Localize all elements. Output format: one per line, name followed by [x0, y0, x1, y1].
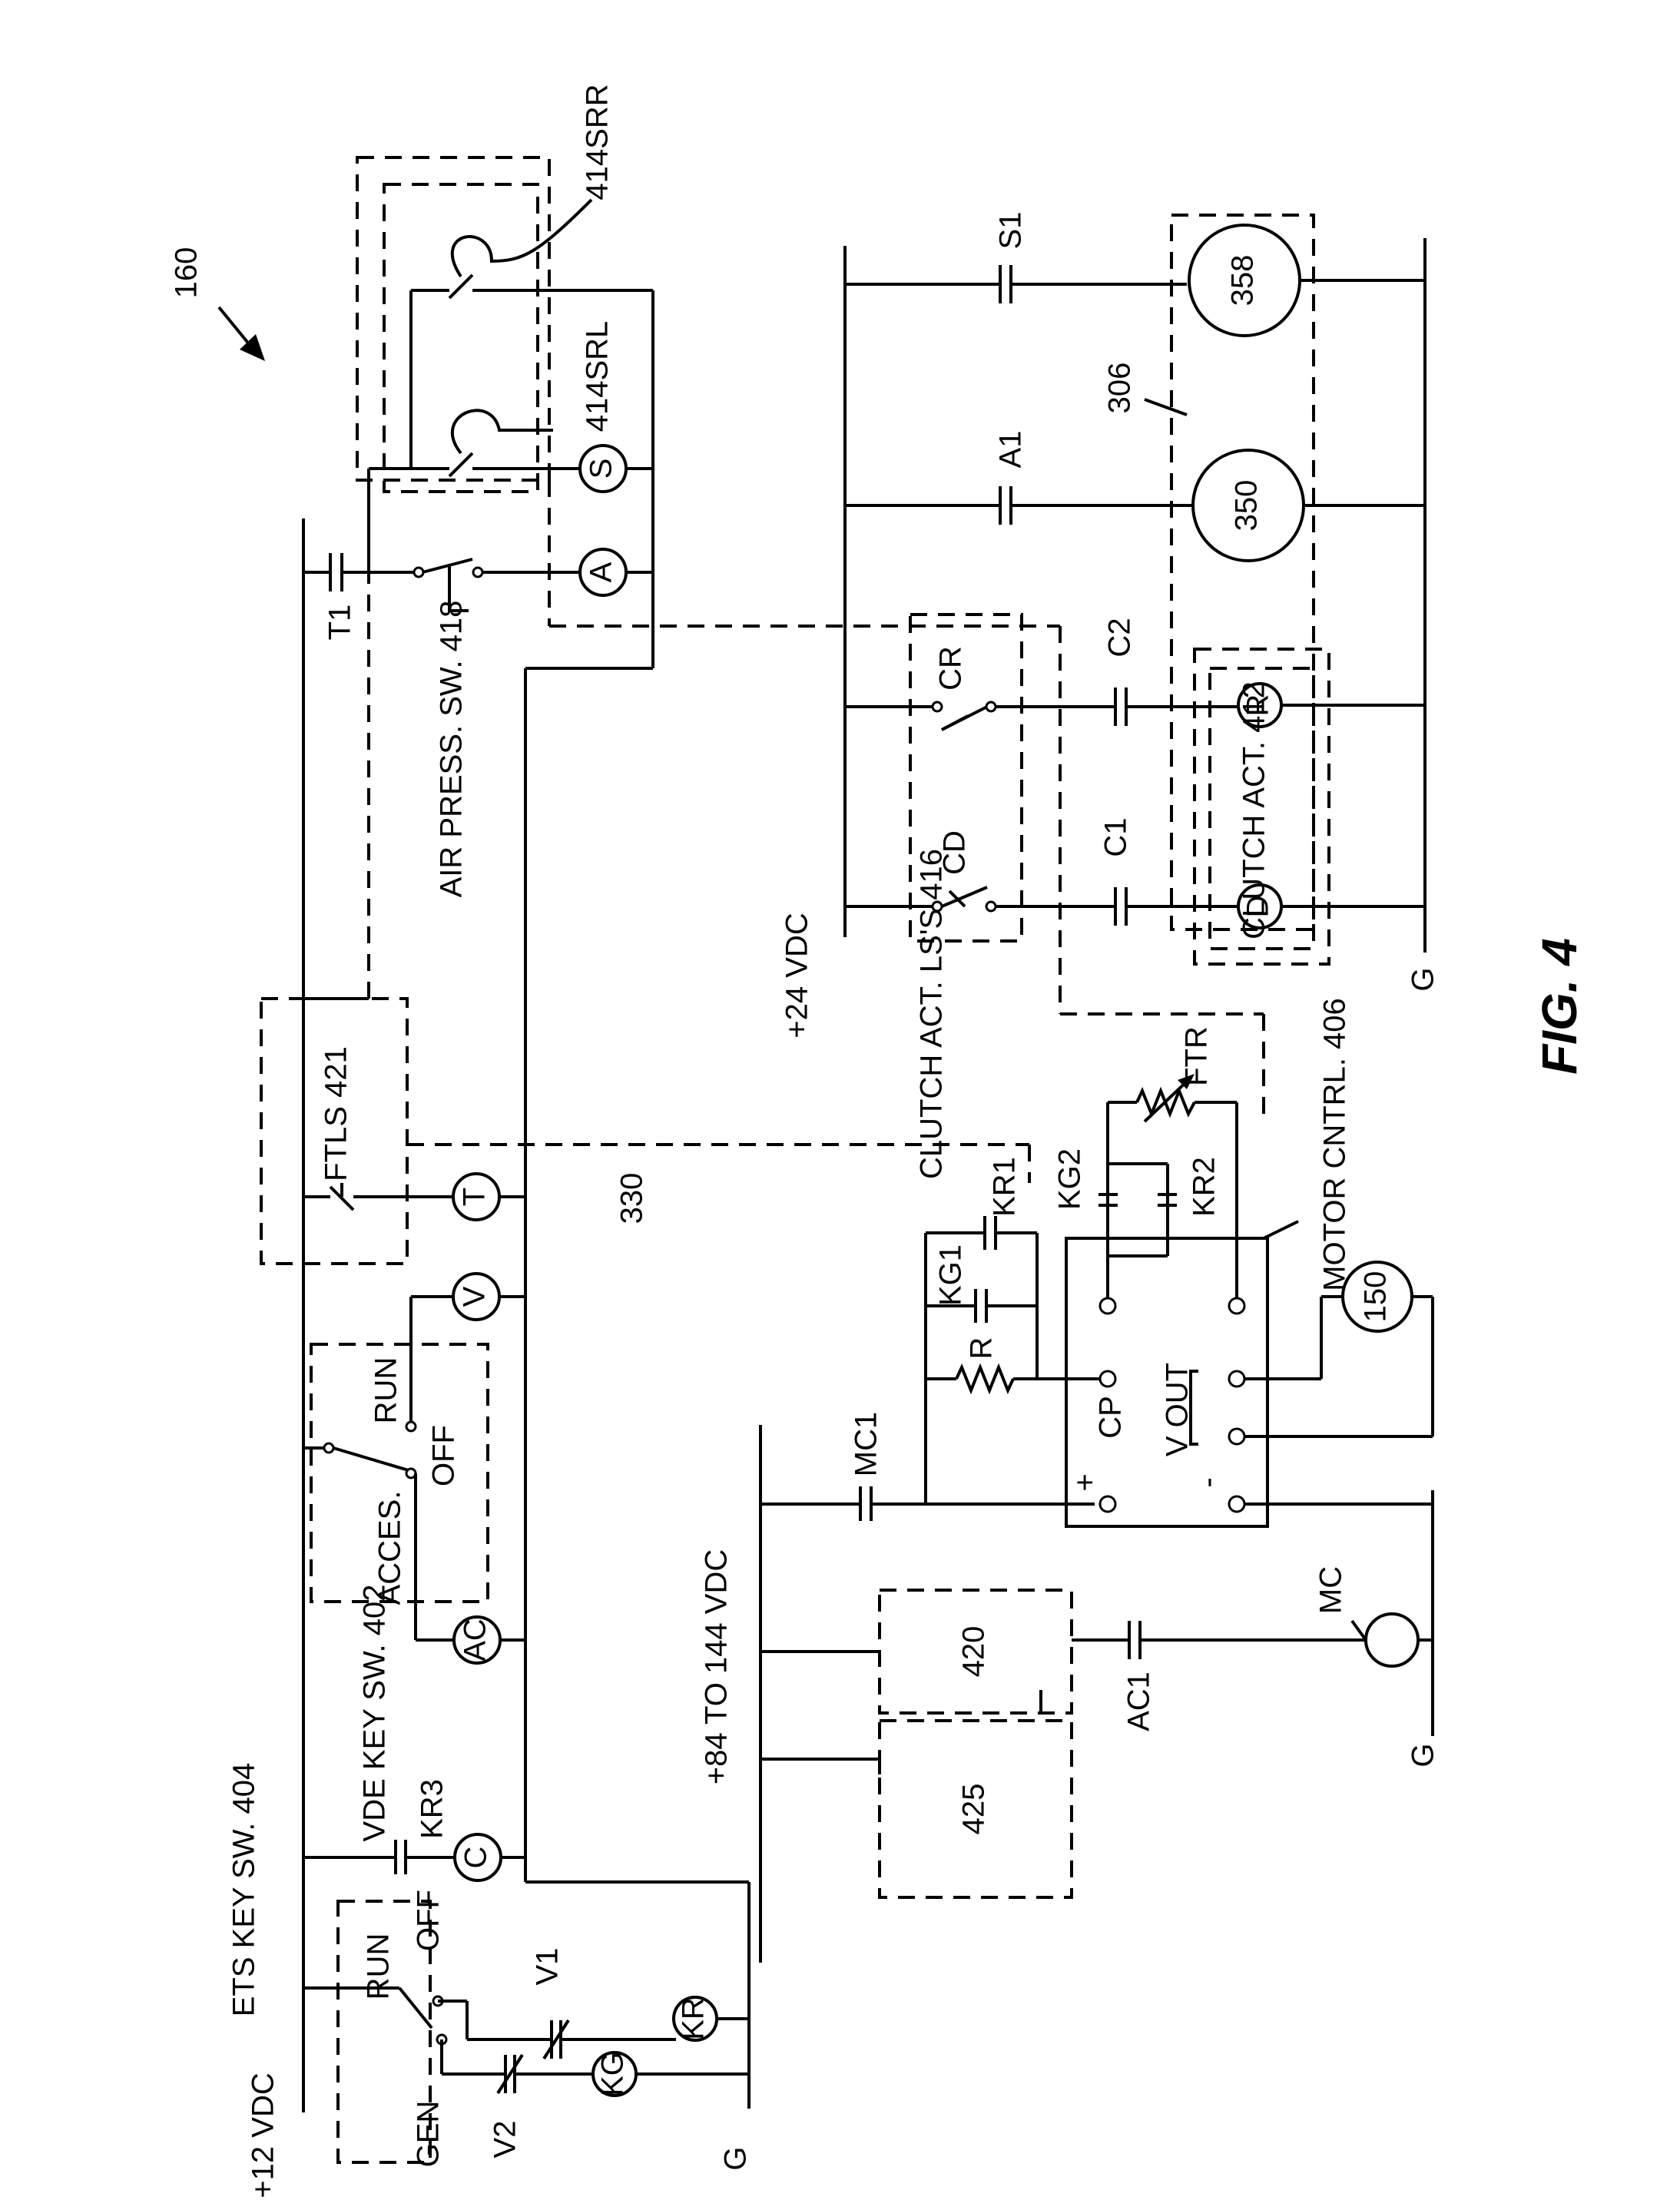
mc1-label-text: MC1: [850, 1412, 883, 1476]
motor-circuit: [759, 1074, 1434, 1963]
rail-12v-label: +12 VDC: [247, 2072, 280, 2198]
ets-run-label: RUN: [362, 1933, 396, 2000]
ets-key-switch-box: [336, 1900, 432, 2164]
b425-label: 425: [957, 1784, 991, 1835]
plus-label: +: [1069, 1473, 1102, 1491]
kg-label: KG: [596, 2052, 630, 2096]
t-label: T: [458, 1188, 492, 1206]
figure-caption: FIG. 4: [1532, 938, 1587, 1075]
a1-label: A1: [994, 431, 1028, 469]
box-306: [1170, 214, 1315, 931]
vde-key-label: VDE KEY SW. 402: [358, 1585, 392, 1842]
s-label: S: [585, 459, 618, 479]
labels: 160 +12 VDC G ETS KEY SW. 404 RUN OFF GE…: [170, 84, 1587, 2198]
v-label: V: [458, 1286, 492, 1307]
kg1-label: KG1: [934, 1244, 968, 1306]
c1-label: C1: [1099, 817, 1133, 856]
air-press-label: AIR PRESS. SW. 418: [435, 601, 469, 898]
v2-label: V2: [489, 2121, 522, 2159]
terminal-minus: [1228, 1495, 1246, 1513]
d-label: D: [1241, 896, 1275, 918]
ground-12v-label: G: [719, 2146, 753, 2170]
a-label: A: [585, 562, 618, 582]
vde-key-switch-box: [310, 1343, 489, 1603]
414-outer-box: [356, 156, 551, 482]
rail-24v-label: +24 VDC: [780, 913, 814, 1038]
kr2-label: KR2: [1188, 1157, 1221, 1217]
vde-off-label: OFF: [427, 1425, 461, 1486]
kr1-label: KR1: [988, 1157, 1022, 1217]
ac1-label: AC1: [1122, 1672, 1156, 1731]
ground-motor-label: G: [1407, 1743, 1440, 1767]
cd-label: CD: [938, 830, 972, 875]
s1-label: S1: [994, 212, 1028, 250]
m350-label: 350: [1230, 480, 1264, 532]
mc-coil: [1364, 1612, 1420, 1668]
ets-off-label: OFF: [412, 1890, 446, 1951]
clutch-act-label: CLUTCH ACT. 412: [1238, 681, 1271, 939]
vde-acces-label: ACCES.: [373, 1491, 407, 1605]
ets-key-label: ETS KEY SW. 404: [227, 1763, 261, 2017]
r-label: R: [1241, 694, 1275, 717]
c-label: C: [459, 1847, 493, 1869]
circuit-24v: [843, 214, 1427, 1114]
ets-gen-label: GEN: [412, 2101, 446, 2168]
b420-label: 420: [957, 1626, 991, 1678]
terminal-vout-2: [1228, 1370, 1246, 1388]
kr-label: KR: [677, 1997, 711, 2040]
vde-run-contact: [405, 1420, 417, 1433]
minus-label: -: [1191, 1477, 1225, 1487]
terminal-kg2: [1098, 1297, 1117, 1315]
terminal-plus: [1098, 1495, 1117, 1513]
vout-label: V OUT: [1161, 1363, 1195, 1456]
clutch-act-outer-box: [1193, 648, 1330, 966]
terminal-cp: [1098, 1370, 1117, 1388]
m150-label: 150: [1359, 1271, 1393, 1323]
ftls-switch: [329, 1185, 355, 1211]
ftls-label: FTLS 421: [320, 1046, 353, 1181]
414-inner-box: [383, 183, 539, 493]
ftr-label: FTR: [1180, 1026, 1214, 1086]
cp-label: CP: [1094, 1396, 1128, 1439]
box-425: [878, 1719, 1073, 1899]
terminal-ftr: [1228, 1297, 1246, 1315]
ftls-box: [260, 997, 409, 1265]
v1-label: V1: [531, 1948, 565, 1986]
clutch-ls-label: CLUTCH ACT. LS'S 416: [915, 849, 949, 1179]
srr-label: 414SRR: [581, 84, 615, 200]
kr3-label: KR3: [416, 1779, 449, 1839]
mc-label: MC: [1314, 1566, 1348, 1614]
srr-leader: [450, 198, 593, 278]
t1-label: T1: [323, 605, 357, 641]
motor-ctrl-label: MOTOR CNTRL. 406: [1318, 998, 1352, 1291]
vde-run-label: RUN: [369, 1357, 403, 1424]
srl-label: 414SRL: [581, 321, 615, 432]
rail-84v-label: +84 TO 144 VDC: [700, 1549, 734, 1784]
circuit-12v: [217, 156, 1060, 2164]
kg2-label: KG2: [1053, 1148, 1087, 1210]
terminal-vout-1: [1228, 1427, 1246, 1446]
m358-label: 358: [1226, 255, 1260, 306]
ref-160-label: 160: [170, 247, 204, 299]
ref306-label: 306: [1103, 363, 1137, 414]
c2-label: C2: [1103, 618, 1137, 657]
clutch-ls-box: [909, 613, 1023, 943]
srl-switch: [448, 452, 474, 478]
srl-leader: [450, 409, 553, 455]
resistor-r: [955, 1363, 1015, 1395]
resistor-r-label: R: [965, 1337, 999, 1360]
cd-switch: [941, 886, 988, 908]
cr-label: CR: [934, 646, 968, 691]
srr-switch: [448, 273, 474, 300]
ac-label: AC: [459, 1619, 492, 1662]
link-330-label: 330: [615, 1173, 649, 1224]
air-press-switch: [422, 558, 473, 574]
ground-24v-label: G: [1407, 967, 1440, 991]
